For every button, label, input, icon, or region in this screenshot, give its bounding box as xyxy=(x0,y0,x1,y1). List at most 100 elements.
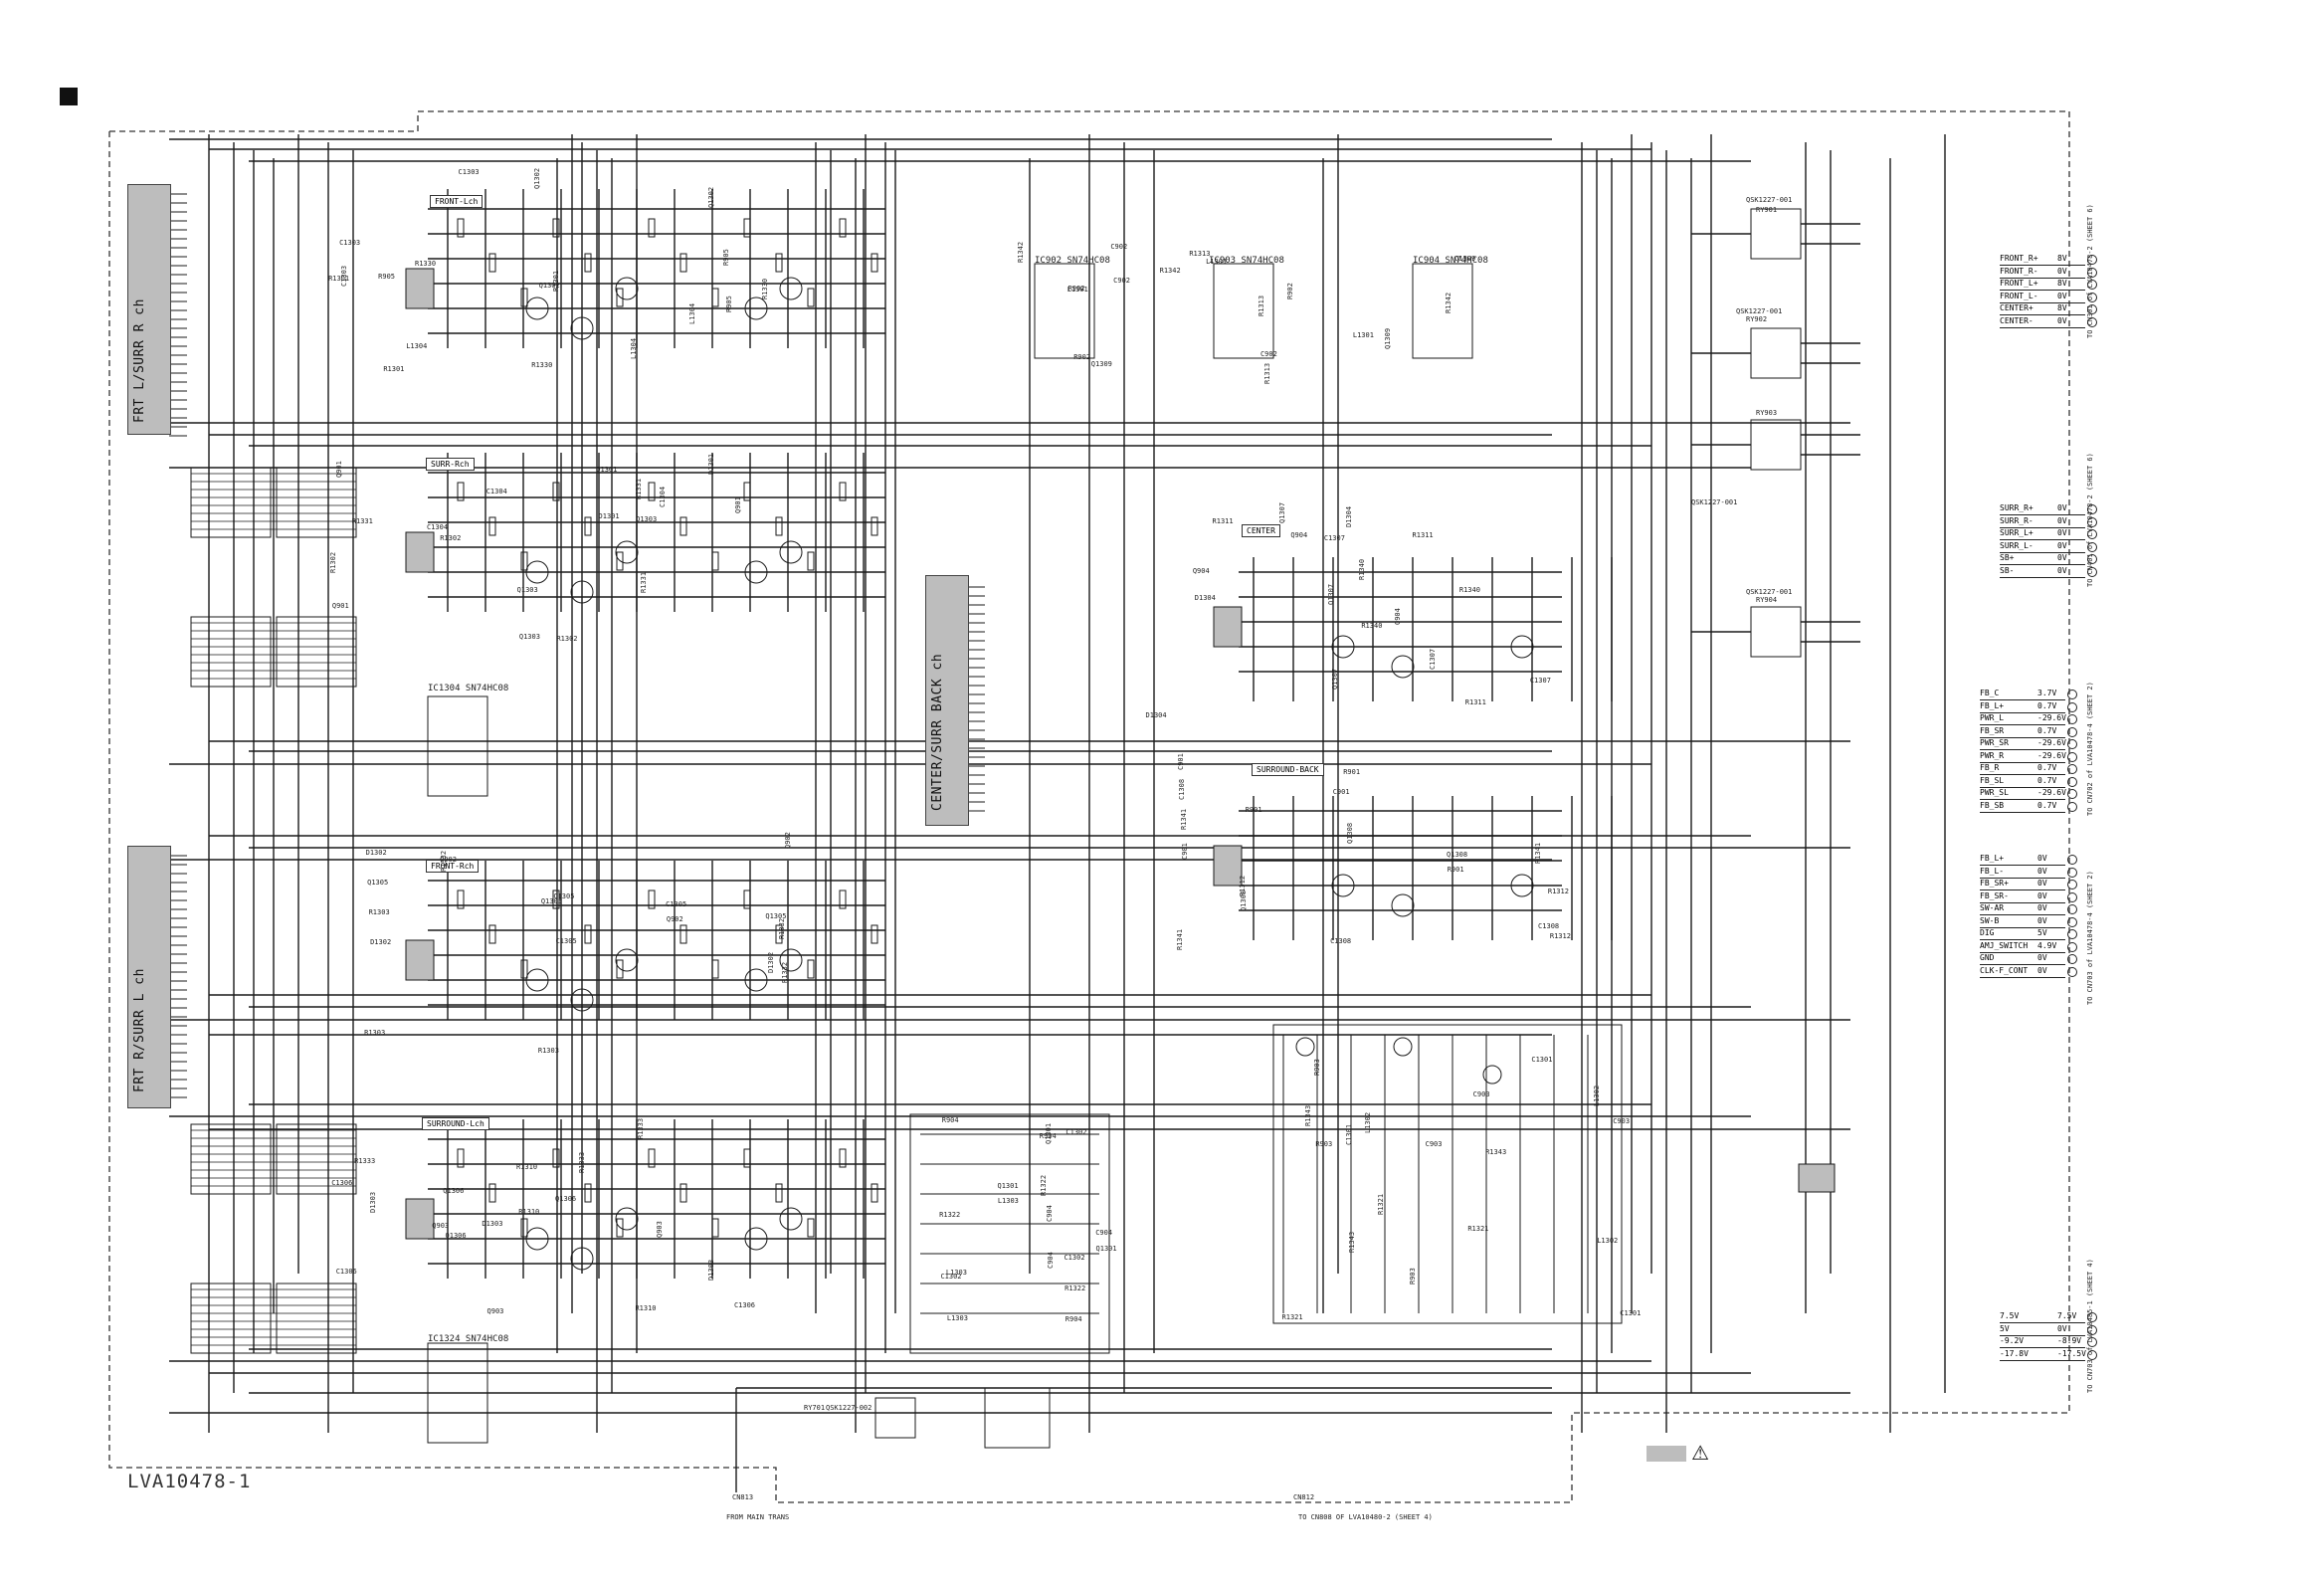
part-label: R1341 xyxy=(1534,842,1543,865)
pin-circle xyxy=(2087,566,2097,577)
transistor-symbol xyxy=(615,277,639,300)
part-label: R1311 xyxy=(1412,531,1434,540)
part-label: D1304 xyxy=(1194,594,1216,603)
pin-voltage: -17.5V xyxy=(2057,1348,2086,1358)
part-label: R1342 xyxy=(1444,293,1452,314)
transistor-symbol xyxy=(744,296,768,320)
part-label: L1302 xyxy=(1592,1085,1601,1106)
part-label: R901 xyxy=(1447,865,1464,874)
part-label: R1303 xyxy=(537,1047,559,1056)
relay-label: RY902 xyxy=(1746,315,1768,323)
component-body xyxy=(648,218,656,238)
pin-name: FB_SR- xyxy=(1980,890,2009,900)
part-label: R1331 xyxy=(351,517,373,526)
transistor-symbol xyxy=(779,277,803,300)
part-label: R904 xyxy=(1065,1315,1082,1324)
part-label: R1340 xyxy=(1358,558,1367,580)
relay-part: QSK1227-001 xyxy=(1746,588,1793,596)
pin-voltage: -8.9V xyxy=(2057,1336,2082,1345)
bottom-label-cn812: CN812 xyxy=(1293,1493,1315,1501)
pin-circle xyxy=(2087,1324,2097,1335)
part-label: R1301 xyxy=(383,364,405,373)
warning-triangle-icon: ⚠ xyxy=(1691,1441,1709,1465)
part-label: R903 xyxy=(1408,1267,1417,1284)
connector-pin-row: -9.2V-8.9V xyxy=(2000,1336,2097,1348)
pin-voltage: 0V xyxy=(2057,1323,2067,1333)
transistor-symbol xyxy=(525,296,549,320)
pin-voltage: -29.6V xyxy=(2037,788,2066,797)
part-label: Q1309 xyxy=(1454,254,1476,263)
part-label: R1313 xyxy=(1262,363,1271,385)
component-body xyxy=(839,1148,847,1168)
part-label: C902 xyxy=(1110,242,1128,251)
pin-circle xyxy=(2067,739,2077,749)
part-label: Q1307 xyxy=(1330,669,1339,691)
pin-circle xyxy=(2067,789,2077,799)
transistor-symbol xyxy=(525,1227,549,1251)
pin-voltage: 8V xyxy=(2057,254,2067,263)
part-label: C902 xyxy=(1259,349,1277,358)
component-body xyxy=(1750,208,1802,260)
pin-name: SB- xyxy=(2000,565,2015,575)
section-label-front-rch: FRONT-Rch xyxy=(426,860,480,873)
ic-label: IC904 SN74HC08 xyxy=(1413,256,1488,266)
component-body xyxy=(584,924,592,944)
connector-front-l-surr-r xyxy=(127,184,171,435)
component-body xyxy=(1034,263,1095,359)
part-label: R1333 xyxy=(577,1152,586,1174)
component-body xyxy=(874,1397,916,1439)
bottom-label-from-main-trans: FROM MAIN TRANS xyxy=(726,1513,790,1521)
component-body xyxy=(457,218,465,238)
component-body xyxy=(909,1113,1110,1354)
transistor-symbol xyxy=(615,540,639,564)
part-label: Q1306 xyxy=(445,1232,467,1241)
component-body xyxy=(405,531,435,573)
board-boundary xyxy=(108,110,2070,1503)
part-label: C1307 xyxy=(1429,649,1438,671)
component-body xyxy=(488,1183,496,1203)
pin-voltage: 0V xyxy=(2037,854,2047,863)
right-connector-4-title: TO CN703 of LVA10478-4 (SHEET 2) xyxy=(2086,871,2094,1005)
part-label: L1301 xyxy=(1066,286,1088,295)
part-label: Q1303 xyxy=(518,632,540,641)
connector-pin-row: SURR_L-0V xyxy=(2000,540,2097,553)
component-body xyxy=(552,889,560,909)
component-body xyxy=(427,1342,488,1444)
connector-pin-row: SB-0V xyxy=(2000,565,2097,578)
pin-circle xyxy=(2067,867,2077,878)
part-label: C903 xyxy=(1613,1117,1631,1126)
pin-name: CENTER+ xyxy=(2000,303,2034,312)
pin-voltage: 0V xyxy=(2057,540,2067,550)
connector-pin-row: -17.8V-17.5V xyxy=(2000,1348,2097,1361)
part-label: R1330 xyxy=(415,260,437,269)
transistor-symbol xyxy=(1393,1037,1413,1057)
pin-name: FB_SB xyxy=(1980,800,2005,810)
connector-pin-row: FRONT_L+8V xyxy=(2000,279,2097,291)
part-label: C1306 xyxy=(331,1178,353,1187)
relay-part: QSK1227-001 xyxy=(1746,196,1793,204)
component-body xyxy=(871,1183,878,1203)
part-label: R1332 xyxy=(780,962,789,984)
part-label: C1308 xyxy=(1538,921,1560,930)
pin-name: SW-AR xyxy=(1980,903,2005,912)
part-label: C1302 xyxy=(1065,1127,1087,1136)
pin-name: 7.5V xyxy=(2000,1311,2020,1320)
relay-label: RY901 xyxy=(1756,206,1778,214)
part-label: L1304 xyxy=(406,342,428,351)
component-body xyxy=(584,516,592,536)
pin-name: FB_SR xyxy=(1980,725,2005,735)
section-label-surround-lch: SURROUND-Lch xyxy=(422,1117,489,1130)
pin-circle xyxy=(2067,904,2077,914)
components xyxy=(190,208,1836,1449)
pin-voltage: 0V xyxy=(2037,915,2047,925)
component-body xyxy=(839,482,847,501)
part-label: R1330 xyxy=(531,361,553,370)
part-label: L1302 xyxy=(1597,1237,1619,1246)
component-body xyxy=(584,1183,592,1203)
section-label-center: CENTER xyxy=(1242,524,1280,537)
ic-label: IC902 SN74HC08 xyxy=(1035,256,1110,266)
